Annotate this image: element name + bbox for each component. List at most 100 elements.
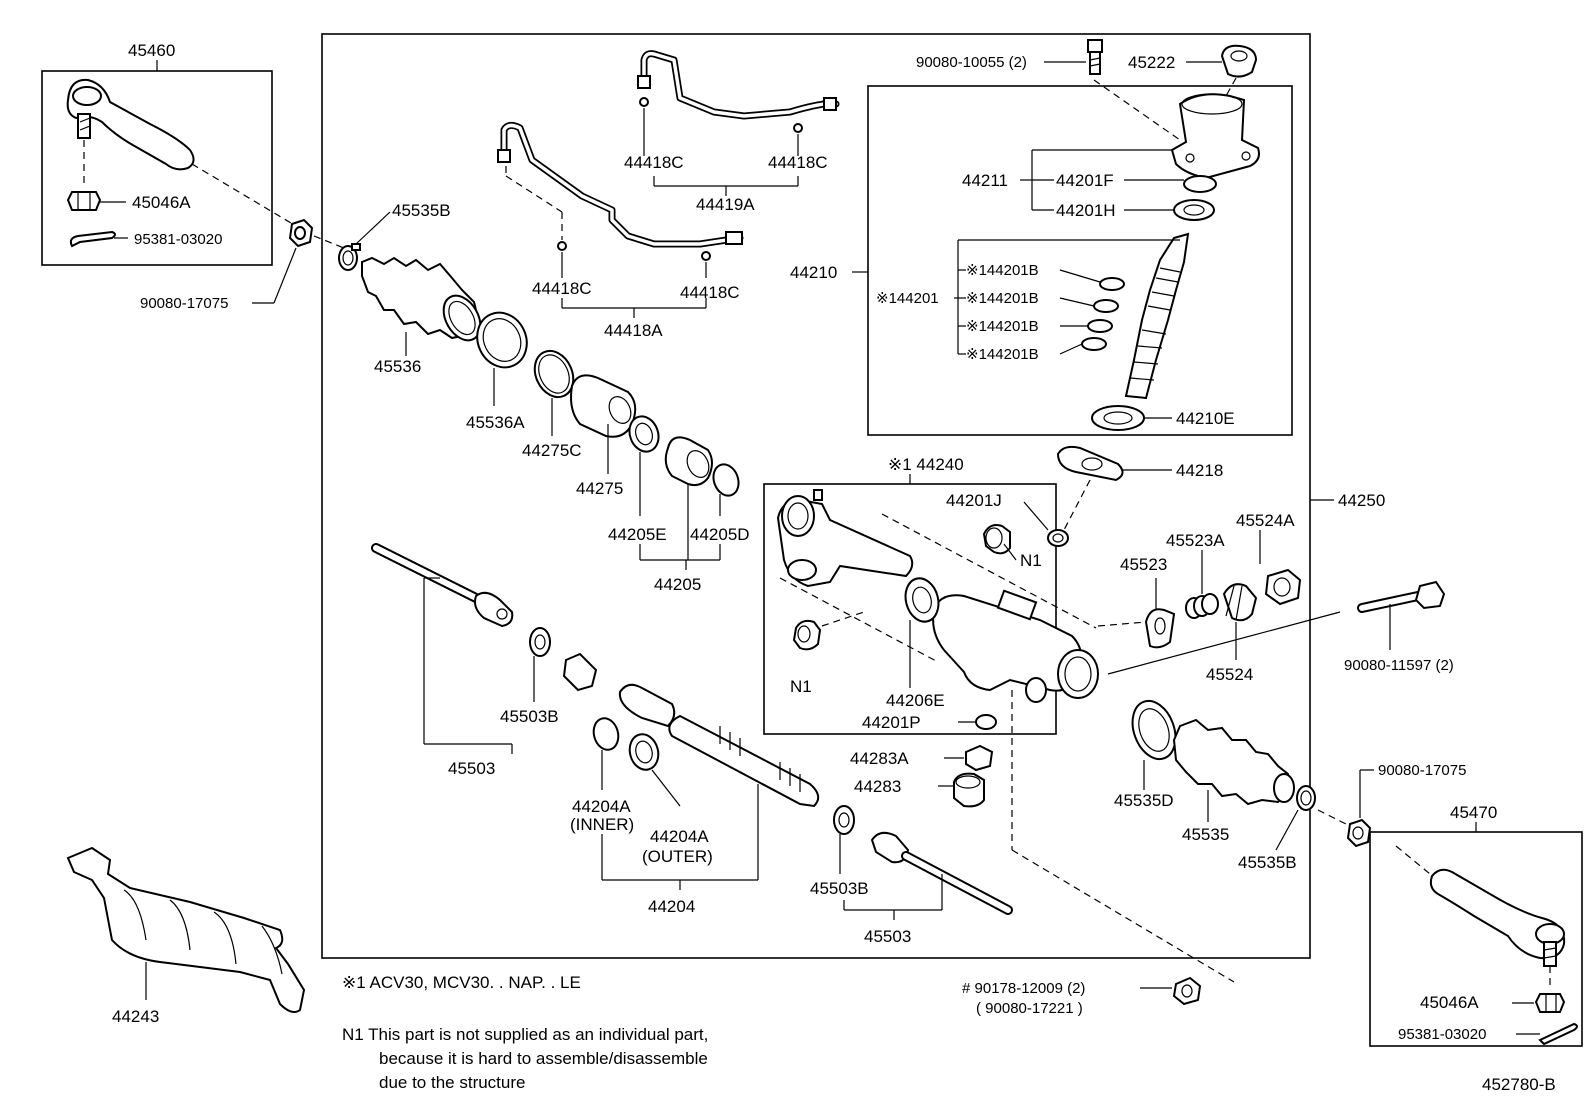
clamp-left-drawing bbox=[338, 243, 361, 271]
clamp-45535D-drawing bbox=[1131, 699, 1177, 761]
note-n1-line1: N1 This part is not supplied as an indiv… bbox=[342, 1025, 708, 1044]
label-44201B-3: ※144201B bbox=[966, 318, 1039, 335]
bolt-90080-11597-drawing bbox=[1357, 580, 1446, 613]
label-45222: 45222 bbox=[1128, 53, 1175, 72]
tie-rod-45503-left-drawing bbox=[371, 543, 514, 628]
ring-44201F-drawing bbox=[1183, 175, 1217, 193]
label-45503B-right: 45503B bbox=[810, 879, 869, 898]
label-44201: ※144201 bbox=[876, 290, 939, 307]
label-44210E: 44210E bbox=[1176, 409, 1235, 428]
label-N1-upper: N1 bbox=[1020, 551, 1042, 570]
seal-44205E-drawing bbox=[628, 415, 660, 453]
label-45524A: 45524A bbox=[1236, 511, 1295, 530]
label-45046A-left: 45046A bbox=[132, 193, 191, 212]
nut-90178-drawing bbox=[1172, 976, 1202, 1006]
label-44204A-inner: 44204A bbox=[572, 797, 631, 816]
label-44275C: 44275C bbox=[522, 441, 582, 460]
valve-housing-drawing bbox=[1170, 93, 1260, 180]
seal-44206E-drawing bbox=[904, 577, 940, 623]
label-44201J: 44201J bbox=[946, 491, 1002, 510]
bolt-90080-10055-drawing bbox=[1087, 39, 1103, 75]
label-90080-17075-left: 90080-17075 bbox=[140, 295, 228, 312]
cap-44283-drawing bbox=[953, 772, 985, 808]
label-44250: 44250 bbox=[1338, 491, 1385, 510]
label-45460: 45460 bbox=[128, 41, 175, 60]
cap-45222-drawing bbox=[1220, 44, 1258, 78]
label-44283A: 44283A bbox=[850, 749, 909, 768]
rack-housing-drawing bbox=[776, 489, 1099, 703]
label-44201B-1: ※144201B bbox=[966, 262, 1039, 279]
label-44204: 44204 bbox=[648, 897, 695, 916]
o-ring-44204A-inner-drawing bbox=[592, 717, 620, 751]
seal-44210E-drawing bbox=[1091, 405, 1145, 431]
tie-rod-45503-right-drawing bbox=[870, 831, 1013, 915]
label-44418C-3: 44418C bbox=[532, 279, 592, 298]
label-44240: ※1 44240 bbox=[888, 455, 964, 474]
plug-N1-upper-drawing bbox=[982, 524, 1011, 555]
label-44218: 44218 bbox=[1176, 461, 1223, 480]
heat-shield-44243-drawing bbox=[66, 846, 306, 1013]
boot-right-drawing bbox=[1172, 718, 1295, 806]
rack-44204-drawing bbox=[668, 714, 820, 808]
label-95381-left: 95381-03020 bbox=[134, 231, 222, 248]
label-44201B-4: ※144201B bbox=[966, 346, 1039, 363]
label-90080-17221: ( 90080-17221 ) bbox=[976, 1000, 1083, 1017]
bushing-44205-drawing bbox=[664, 436, 713, 487]
label-90080-11597: 90080-11597 (2) bbox=[1344, 657, 1454, 674]
tie-rod-end-left-drawing bbox=[66, 78, 195, 248]
o-ring-44205D-drawing bbox=[712, 463, 740, 497]
label-44243: 44243 bbox=[112, 1007, 159, 1026]
label-45523: 45523 bbox=[1120, 555, 1167, 574]
label-45524: 45524 bbox=[1206, 665, 1253, 684]
clamp-45535B-right-drawing bbox=[1296, 785, 1316, 811]
label-N1-lower: N1 bbox=[790, 677, 812, 696]
seal-44204A-outer-drawing bbox=[628, 733, 660, 771]
pinion-shaft-drawing bbox=[1124, 232, 1190, 400]
label-44418C-1: 44418C bbox=[624, 153, 684, 172]
label-45535B-right: 45535B bbox=[1238, 853, 1297, 872]
label-44205D: 44205D bbox=[690, 525, 750, 544]
label-44211: 44211 bbox=[962, 171, 1008, 190]
diagram-code: 452780-B bbox=[1482, 1075, 1556, 1094]
pressure-tube-44418A-drawing bbox=[497, 121, 744, 248]
nut-44283A-drawing bbox=[965, 744, 994, 772]
label-44204A-inner-sub: (INNER) bbox=[570, 815, 634, 834]
gasket-44218-drawing bbox=[1056, 445, 1124, 482]
pinion-frame bbox=[867, 85, 1293, 436]
label-44205: 44205 bbox=[654, 575, 701, 594]
label-44201B-2: ※144201B bbox=[966, 290, 1039, 307]
label-44201F: 44201F bbox=[1056, 171, 1114, 190]
spring-45523A-drawing bbox=[1185, 593, 1219, 619]
label-90178-12009: # 90178-12009 (2) bbox=[962, 980, 1085, 997]
label-44275: 44275 bbox=[576, 479, 623, 498]
label-45046A-right: 45046A bbox=[1420, 993, 1479, 1012]
main-assembly-frame bbox=[321, 33, 1311, 959]
label-45503B-left: 45503B bbox=[500, 707, 559, 726]
pressure-tube-44419A-drawing bbox=[637, 50, 840, 120]
cotter-pin-right-drawing bbox=[1538, 1022, 1578, 1046]
label-44418C-4: 44418C bbox=[680, 283, 740, 302]
note-n1-line2: because it is hard to assemble/disassemb… bbox=[379, 1049, 708, 1068]
note-n1-line3: due to the structure bbox=[379, 1073, 525, 1092]
label-44201P: 44201P bbox=[862, 713, 921, 732]
bushing-44275-drawing bbox=[570, 374, 637, 438]
label-44283: 44283 bbox=[854, 777, 901, 796]
washer-45503B-left-drawing bbox=[529, 627, 551, 657]
nut-right-drawing bbox=[1346, 818, 1372, 848]
label-45535B-top: 45535B bbox=[392, 201, 451, 220]
label-45523A: 45523A bbox=[1166, 531, 1225, 550]
label-45470: 45470 bbox=[1450, 803, 1497, 822]
washer-45503B-right-drawing bbox=[833, 805, 855, 835]
ring-44201J-drawing bbox=[1047, 529, 1069, 547]
nut-45046A-right-drawing bbox=[1534, 993, 1566, 1013]
label-45503-left: 45503 bbox=[448, 759, 495, 778]
label-45536: 45536 bbox=[374, 357, 421, 376]
label-95381-right: 95381-03020 bbox=[1398, 1026, 1486, 1043]
nut-left-drawing bbox=[288, 218, 314, 248]
plug-45524-drawing bbox=[1222, 583, 1258, 622]
ring-44201H-drawing bbox=[1173, 199, 1215, 221]
ring-44201P-drawing bbox=[975, 714, 997, 730]
boot-left-drawing bbox=[361, 256, 482, 342]
label-44206E: 44206E bbox=[886, 691, 945, 710]
